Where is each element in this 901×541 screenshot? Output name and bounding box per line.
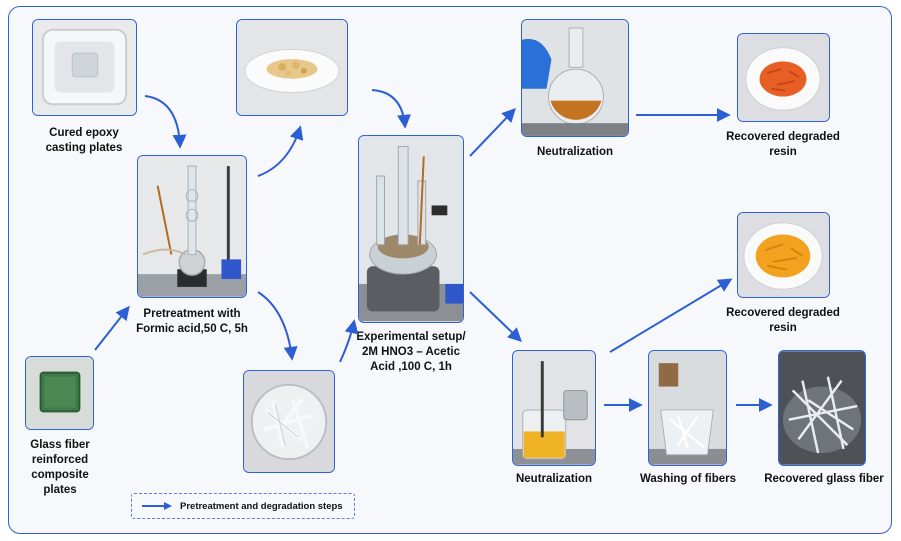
label-experimental: Experimental setup/ 2M HNO3 – Acetic Aci… <box>356 331 466 373</box>
neutralization-bottom-photo <box>512 350 596 466</box>
glass-composite-photo <box>25 356 94 430</box>
neutralization-top-photo <box>521 19 629 137</box>
washing-fibers-photo <box>648 350 727 466</box>
recovered-resin-mid-photo <box>737 212 830 298</box>
legend-arrow-icon <box>142 502 172 510</box>
legend: Pretreatment and degradation steps <box>131 493 355 519</box>
epoxy-plate-photo <box>32 19 137 116</box>
resin-flakes-photo <box>236 19 348 116</box>
label-pretreatment: Pretreatment with Formic acid,50 C, 5h <box>136 308 248 335</box>
legend-label: Pretreatment and degradation steps <box>180 500 343 512</box>
label-epoxy: Cured epoxy casting plates <box>45 127 123 154</box>
recovered-resin-top-photo <box>737 33 830 122</box>
pretreatment-setup-photo <box>137 155 247 298</box>
label-neutralization-bottom: Neutralization <box>515 473 593 485</box>
experimental-setup-photo <box>358 135 464 323</box>
recovered-glass-fiber-photo <box>778 350 866 466</box>
label-resin-top: Recovered degraded resin <box>726 131 840 158</box>
label-glass-composite: Glass fiber reinforced composite plates <box>30 439 90 496</box>
label-glass-fiber: Recovered glass fiber <box>764 473 884 485</box>
label-neutralization-top: Neutralization <box>536 146 614 158</box>
pretreated-fibers-photo <box>243 370 335 473</box>
label-washing: Washing of fibers <box>639 473 737 485</box>
label-resin-mid: Recovered degraded resin <box>726 307 840 334</box>
